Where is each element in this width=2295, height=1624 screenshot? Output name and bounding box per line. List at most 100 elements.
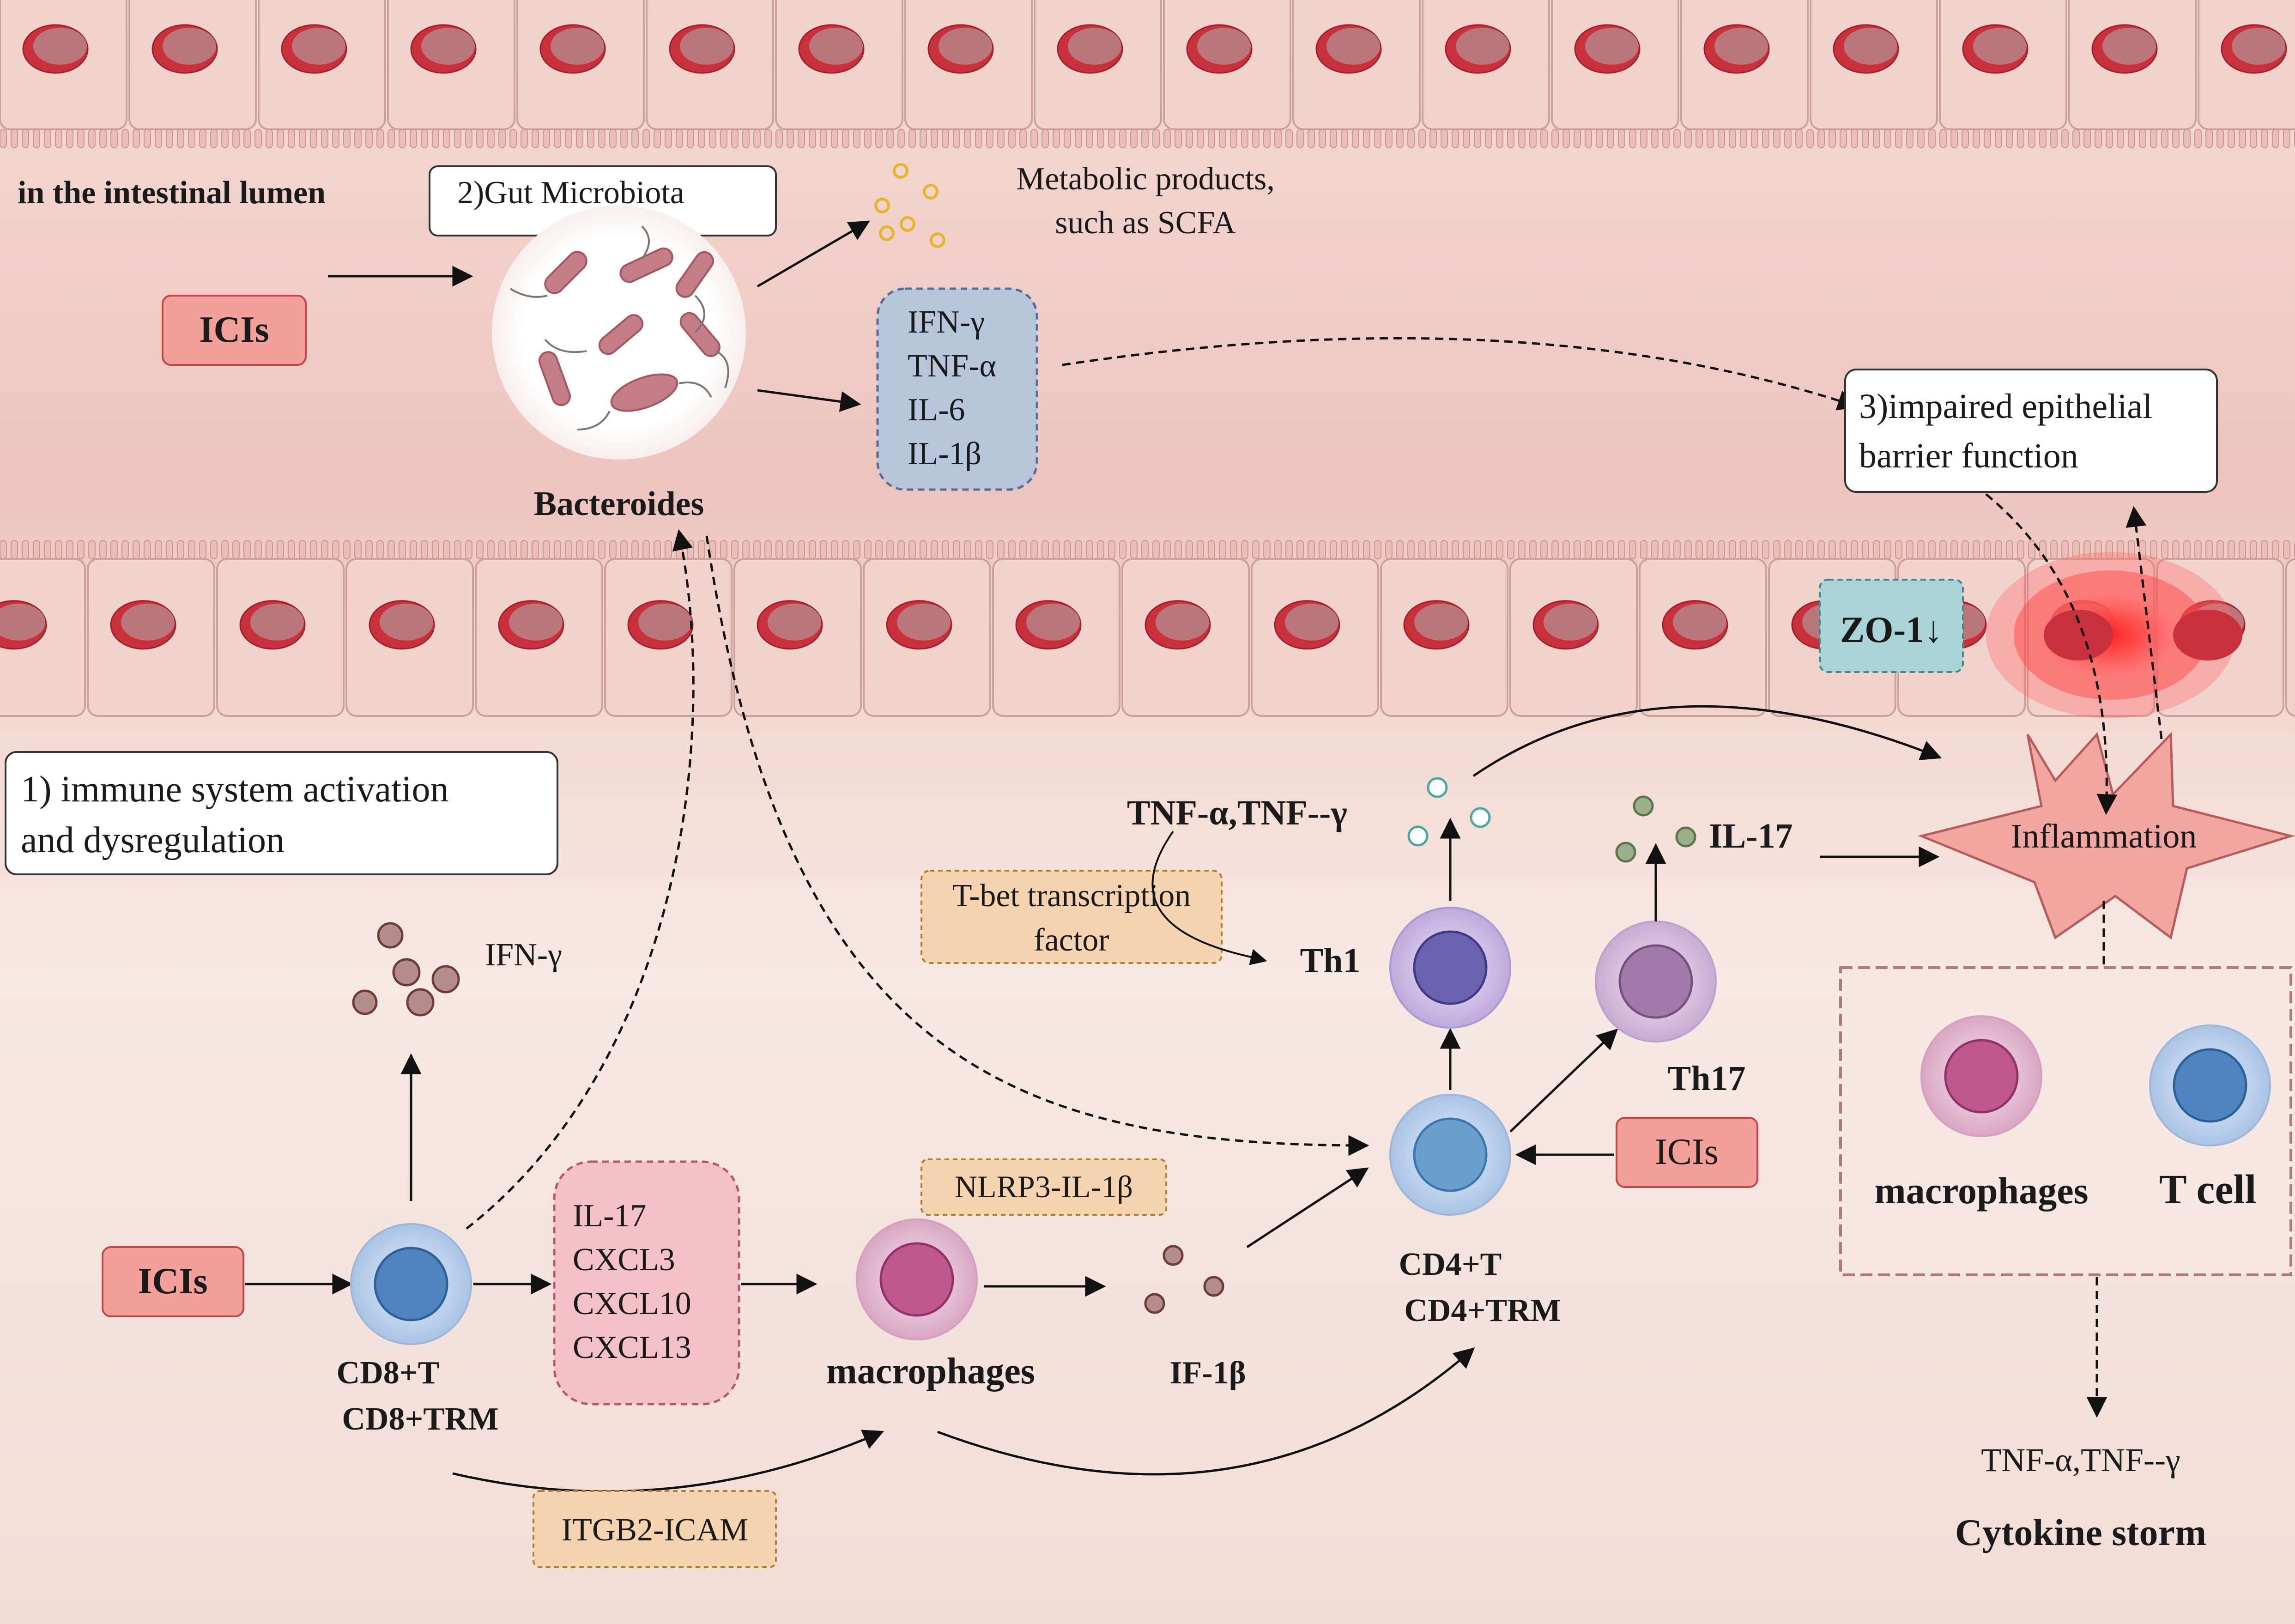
microvillus <box>598 129 606 148</box>
microvillus <box>465 540 472 559</box>
microvillus <box>2216 540 2224 559</box>
microvillus <box>121 129 129 148</box>
microvillus <box>388 540 395 559</box>
microvillus <box>1108 129 1115 148</box>
microvillus <box>232 540 240 559</box>
microvillus <box>1208 129 1215 148</box>
microvillus <box>532 129 539 148</box>
inflammatory-macrophage <box>1920 1015 2042 1137</box>
microvillus <box>66 129 73 148</box>
microvillus <box>1141 540 1149 559</box>
cd8-t-cell <box>350 1223 472 1345</box>
microvillus <box>1008 129 1016 148</box>
microvillus <box>188 540 195 559</box>
microvillus <box>787 540 794 559</box>
microvillus <box>753 540 761 559</box>
microvillus <box>2272 540 2279 559</box>
microvillus <box>2039 129 2047 148</box>
microvillus <box>2150 129 2157 148</box>
microvillus <box>99 129 107 148</box>
lumen-cytokine-1: TNF-α <box>908 348 996 384</box>
nlrp3-box <box>920 1158 1167 1216</box>
microvillus <box>33 540 40 559</box>
microvillus <box>1585 540 1592 559</box>
microvillus <box>543 129 550 148</box>
itgb2-label: ITGB2-ICAM <box>562 1512 748 1548</box>
microvillus <box>2128 129 2135 148</box>
cell-nucleus-inner <box>809 28 863 65</box>
microvillus <box>986 129 993 148</box>
microvillus <box>587 540 594 559</box>
cell-nucleus-inner <box>1544 603 1597 641</box>
microvillus <box>1507 129 1514 148</box>
microvillus <box>454 540 461 559</box>
microvillus <box>1352 129 1359 148</box>
microvillus <box>210 540 218 559</box>
microvillus <box>908 540 916 559</box>
cd4-t-cell <box>1389 1094 1511 1216</box>
microvillus <box>1219 540 1226 559</box>
microvillus <box>554 129 561 148</box>
tbet-label-1: T-bet transcription <box>952 878 1191 914</box>
microvillus <box>1485 129 1492 148</box>
microvillus <box>254 129 262 148</box>
microvillus <box>1385 540 1393 559</box>
microvillus <box>1396 129 1404 148</box>
microvillus <box>1884 540 1891 559</box>
microvillus <box>521 129 528 148</box>
cell-nucleus-inner <box>509 603 563 641</box>
microvillus <box>1673 540 1681 559</box>
microvillus <box>1285 540 1293 559</box>
microvillus <box>1939 129 1947 148</box>
microvillus <box>2095 540 2102 559</box>
zo1-label: ZO-1↓ <box>1840 610 1943 650</box>
microvillus <box>1496 540 1503 559</box>
microvillus <box>620 129 628 148</box>
microvillus <box>1008 540 1016 559</box>
microvillus <box>2183 540 2191 559</box>
microvillus <box>1640 540 1647 559</box>
microvillus <box>2261 540 2268 559</box>
microvillus <box>376 540 384 559</box>
microvillus <box>1729 540 1736 559</box>
microvillus <box>1263 129 1271 148</box>
microvillus <box>931 129 938 148</box>
microvillus <box>764 540 772 559</box>
microvillus <box>1950 540 1958 559</box>
microvillus <box>853 129 860 148</box>
microvillus <box>2216 129 2224 148</box>
microvillus <box>2095 129 2102 148</box>
microvillus <box>1518 129 1526 148</box>
microvillus <box>2228 540 2235 559</box>
chemokine-0: IL-17 <box>573 1198 646 1234</box>
microvillus <box>1618 540 1625 559</box>
microvillus <box>1973 129 1980 148</box>
tbet-label-2: factor <box>1034 922 1109 958</box>
microvillus <box>166 129 173 148</box>
barrier-label-2: barrier function <box>1859 436 2078 475</box>
microvillus <box>642 540 650 559</box>
metabolite-arrow <box>757 220 870 288</box>
chemokine-box <box>553 1160 740 1406</box>
microvillus <box>410 540 417 559</box>
microvillus <box>831 129 838 148</box>
microvillus <box>1097 540 1104 559</box>
microvillus <box>509 129 517 148</box>
barrier-to-inflammation-dashed-arrow <box>1985 493 2118 815</box>
lumen-cytokine-box <box>876 287 1038 491</box>
microvillus <box>964 129 971 148</box>
microvillus <box>77 129 85 148</box>
microvillus <box>1939 540 1947 559</box>
microvillus <box>1707 540 1714 559</box>
microvillus <box>720 540 727 559</box>
microvillus <box>1030 129 1038 148</box>
microvillus <box>1551 129 1559 148</box>
microvillus <box>277 129 284 148</box>
cd8-label-1: CD8+T <box>337 1355 440 1391</box>
cell-nucleus-inner <box>768 603 821 641</box>
microvillus <box>1141 129 1149 148</box>
microvillus <box>1130 129 1138 148</box>
cell-nucleus-inner <box>2232 28 2285 65</box>
cell-nucleus-inner <box>1844 28 1897 65</box>
microvillus <box>908 129 916 148</box>
